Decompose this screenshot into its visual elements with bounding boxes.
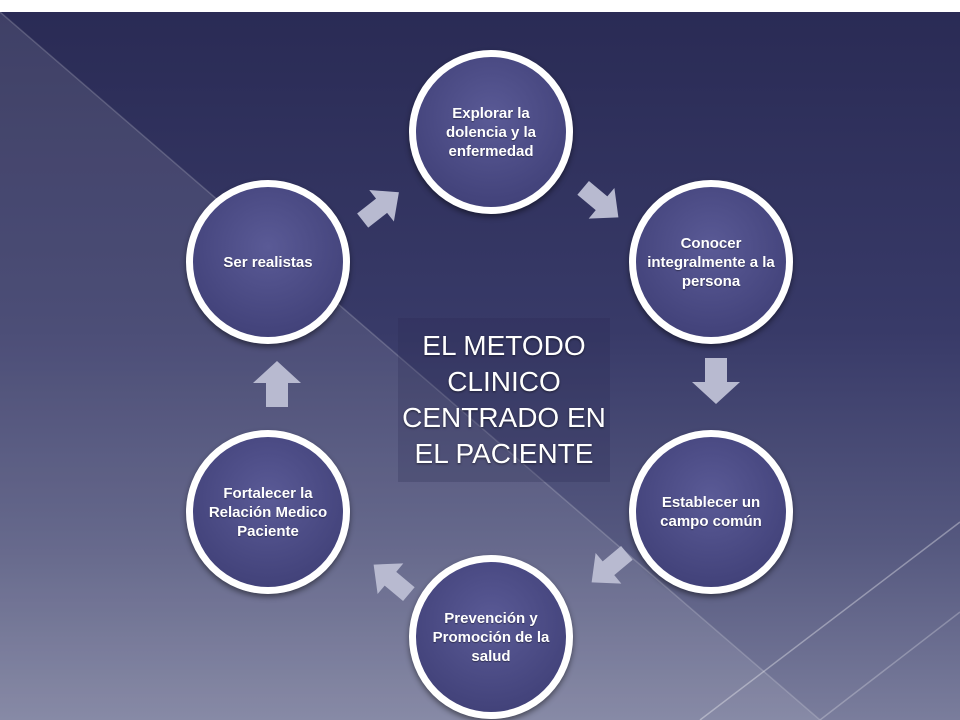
node-fortalecer-label: Fortalecer la Relación Medico Paciente [208,484,328,540]
arrow-realistas-to-explorar [357,190,399,228]
node-conocer: Conocer integralmente a la persona [629,180,793,344]
center-title-box: EL METODO CLINICO CENTRADO EN EL PACIENT… [398,318,610,482]
flow-arrows [253,180,740,602]
node-realistas: Ser realistas [186,180,350,344]
arrow-fortalecer-to-realistas [253,361,301,407]
node-prevencion-label: Prevención y Promoción de la salud [432,609,550,665]
node-prevencion: Prevención y Promoción de la salud [409,555,573,719]
node-conocer-label: Conocer integralmente a la persona [647,234,775,290]
node-fortalecer: Fortalecer la Relación Medico Paciente [186,430,350,594]
arrow-conocer-to-establecer [692,358,740,404]
arrow-prevencion-to-fortalecer [373,563,415,602]
node-establecer-label: Establecer un campo común [660,494,762,530]
node-explorar-label: Explorar la dolencia y la enfermedad [445,104,537,160]
node-realistas-label: Ser realistas [223,253,313,271]
arrow-explorar-to-conocer [577,180,619,219]
slide-background: Explorar la dolencia y la enfermedad Con… [0,12,960,720]
center-title: EL METODO CLINICO CENTRADO EN EL PACIENT… [402,330,606,469]
node-establecer: Establecer un campo común [629,430,793,594]
arrow-establecer-to-prevencion [591,545,633,584]
node-explorar: Explorar la dolencia y la enfermedad [409,50,573,214]
